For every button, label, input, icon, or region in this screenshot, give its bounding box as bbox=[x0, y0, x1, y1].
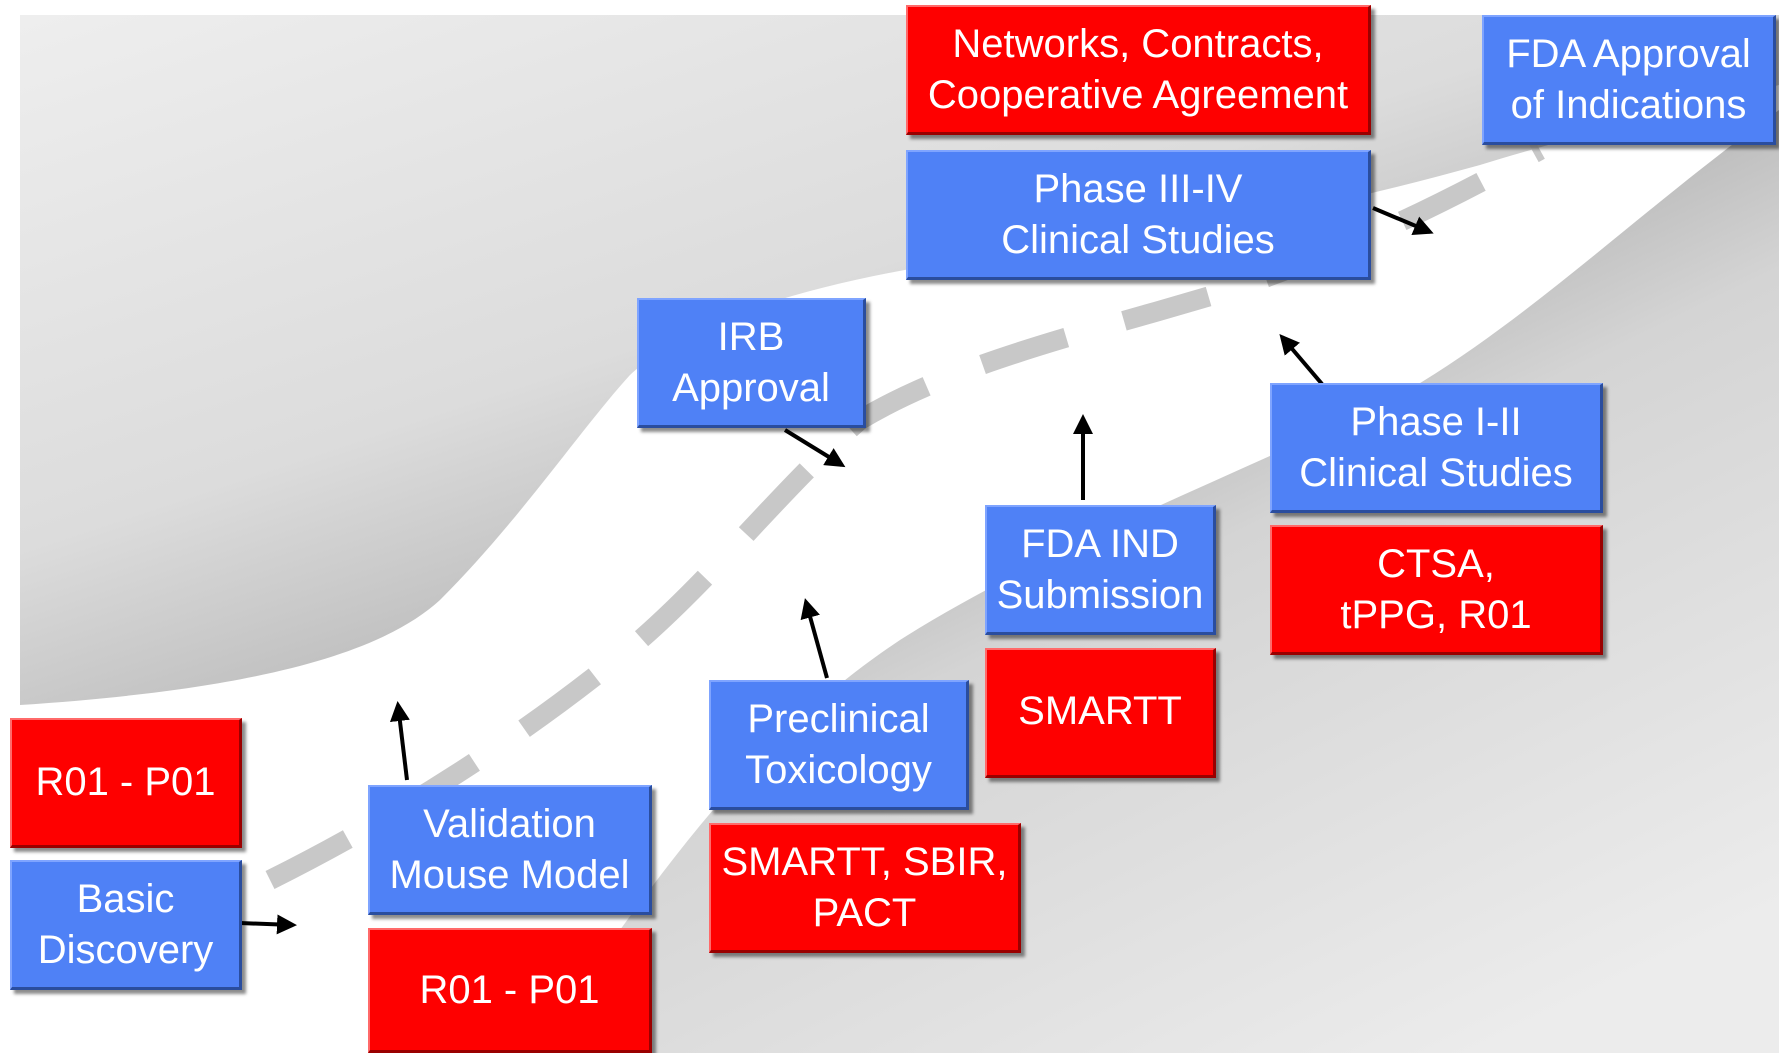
arrow-phase-1-2 bbox=[1279, 333, 1324, 386]
milestone-irb-approval-label: IRB Approval bbox=[672, 314, 830, 410]
funding-preclinical-toxicology: SMARTT, SBIR, PACT bbox=[709, 823, 1021, 953]
arrow-validation-mouse-model bbox=[389, 701, 410, 781]
funding-validation-mouse-model-label: R01 - P01 bbox=[419, 967, 600, 1012]
funding-phase-1-2: CTSA, tPPG, R01 bbox=[1270, 525, 1603, 655]
milestone-fda-approval: FDA Approval of Indications bbox=[1482, 15, 1776, 145]
milestone-validation-mouse-model: Validation Mouse Model bbox=[368, 785, 652, 915]
milestone-preclinical-toxicology: Preclinical Toxicology bbox=[709, 680, 969, 810]
arrow-irb-approval bbox=[783, 428, 846, 468]
milestone-phase-3-4: Phase III-IV Clinical Studies bbox=[906, 150, 1371, 280]
milestone-basic-discovery: Basic Discovery bbox=[10, 860, 242, 990]
funding-basic-discovery-label: R01 - P01 bbox=[35, 760, 216, 804]
milestone-phase-1-2: Phase I-II Clinical Studies bbox=[1270, 383, 1603, 513]
funding-validation-mouse-model: R01 - P01 bbox=[368, 928, 652, 1053]
funding-phase-1-2-label: CTSA, tPPG, R01 bbox=[1340, 541, 1532, 637]
milestone-phase-3-4-label: Phase III-IV Clinical Studies bbox=[1001, 166, 1275, 262]
milestone-fda-ind-submission-label: FDA IND Submission bbox=[996, 521, 1204, 617]
milestone-preclinical-toxicology-label: Preclinical Toxicology bbox=[745, 696, 932, 792]
milestone-basic-discovery-label: Basic Discovery bbox=[37, 876, 214, 972]
funding-preclinical-toxicology-label: SMARTT, SBIR, PACT bbox=[721, 839, 1008, 935]
milestone-fda-approval-label: FDA Approval of Indications bbox=[1506, 31, 1751, 127]
milestone-irb-approval: IRB Approval bbox=[637, 298, 866, 428]
milestone-phase-1-2-label: Phase I-II Clinical Studies bbox=[1299, 399, 1573, 495]
funding-basic-discovery: R01 - P01 bbox=[10, 718, 242, 848]
arrow-basic-discovery bbox=[239, 914, 297, 935]
funding-phase-3-4: Networks, Contracts, Cooperative Agreeme… bbox=[906, 5, 1371, 135]
funding-fda-ind-submission-label: SMARTT bbox=[1018, 689, 1182, 733]
milestone-validation-mouse-model-label: Validation Mouse Model bbox=[389, 801, 630, 897]
milestone-fda-ind-submission: FDA IND Submission bbox=[985, 505, 1216, 635]
arrow-phase-3-4 bbox=[1372, 206, 1434, 236]
arrow-preclinical-toxicology bbox=[800, 598, 829, 679]
funding-phase-3-4-label: Networks, Contracts, Cooperative Agreeme… bbox=[927, 21, 1349, 117]
funding-fda-ind-submission: SMARTT bbox=[985, 648, 1216, 778]
